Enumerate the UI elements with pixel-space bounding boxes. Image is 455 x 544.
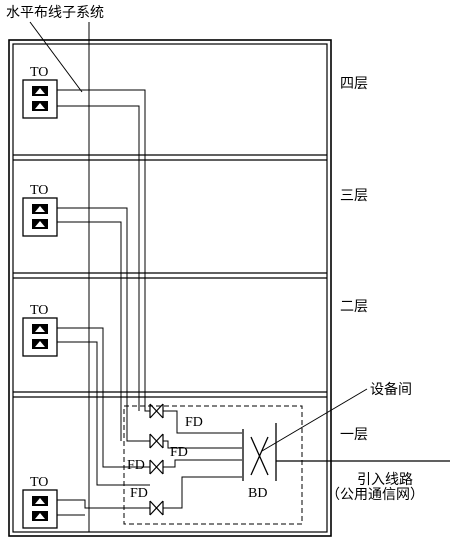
to-label-floor-1: TO bbox=[30, 475, 48, 490]
to-label-floor-4: TO bbox=[30, 65, 48, 80]
to-outlet-floor-1 bbox=[22, 489, 58, 529]
to-outlet-floor-4 bbox=[22, 79, 58, 119]
floor-3: TO 三层 bbox=[22, 183, 368, 237]
floor-2-label: 二层 bbox=[340, 299, 368, 315]
title-leader-line bbox=[29, 21, 83, 93]
fd-symbol bbox=[149, 433, 164, 449]
fd-label: FD bbox=[130, 486, 148, 501]
floor-4: TO 四层 bbox=[22, 65, 368, 119]
fd-label: FD bbox=[170, 445, 188, 460]
equipment-room-leader bbox=[261, 388, 368, 452]
fd-symbol bbox=[149, 403, 164, 419]
bd-symbol bbox=[242, 423, 277, 481]
floor-2: TO 二层 bbox=[22, 299, 368, 357]
equipment-room-label: 设备间 bbox=[370, 381, 412, 398]
floor-1: TO 一层 bbox=[22, 427, 368, 529]
floor-separators bbox=[13, 154, 327, 398]
horizontal-subsystem-title: 水平布线子系统 bbox=[6, 5, 104, 21]
horizontal-cables bbox=[57, 89, 150, 516]
fd-symbol bbox=[149, 459, 164, 475]
incoming-line-label: 引入线路 bbox=[357, 472, 413, 488]
floor-distributors bbox=[149, 403, 164, 516]
to-outlet-floor-3 bbox=[22, 197, 58, 237]
fd-label: FD bbox=[127, 458, 145, 473]
backbone-cables bbox=[163, 410, 242, 509]
to-label-floor-2: TO bbox=[30, 303, 48, 318]
floor-1-label: 一层 bbox=[340, 427, 368, 443]
building-outer-border bbox=[8, 39, 332, 537]
fd-label: FD bbox=[185, 415, 203, 430]
to-outlet-floor-2 bbox=[22, 317, 58, 357]
fd-symbol bbox=[149, 500, 164, 516]
building-inner-border bbox=[12, 43, 328, 533]
incoming-line-sublabel: （公用通信网） bbox=[326, 487, 424, 503]
bd-label: BD bbox=[248, 486, 267, 501]
to-label-floor-3: TO bbox=[30, 183, 48, 198]
floor-3-label: 三层 bbox=[340, 188, 368, 204]
floor-4-label: 四层 bbox=[340, 76, 368, 92]
equipment-room-boundary bbox=[123, 405, 303, 525]
